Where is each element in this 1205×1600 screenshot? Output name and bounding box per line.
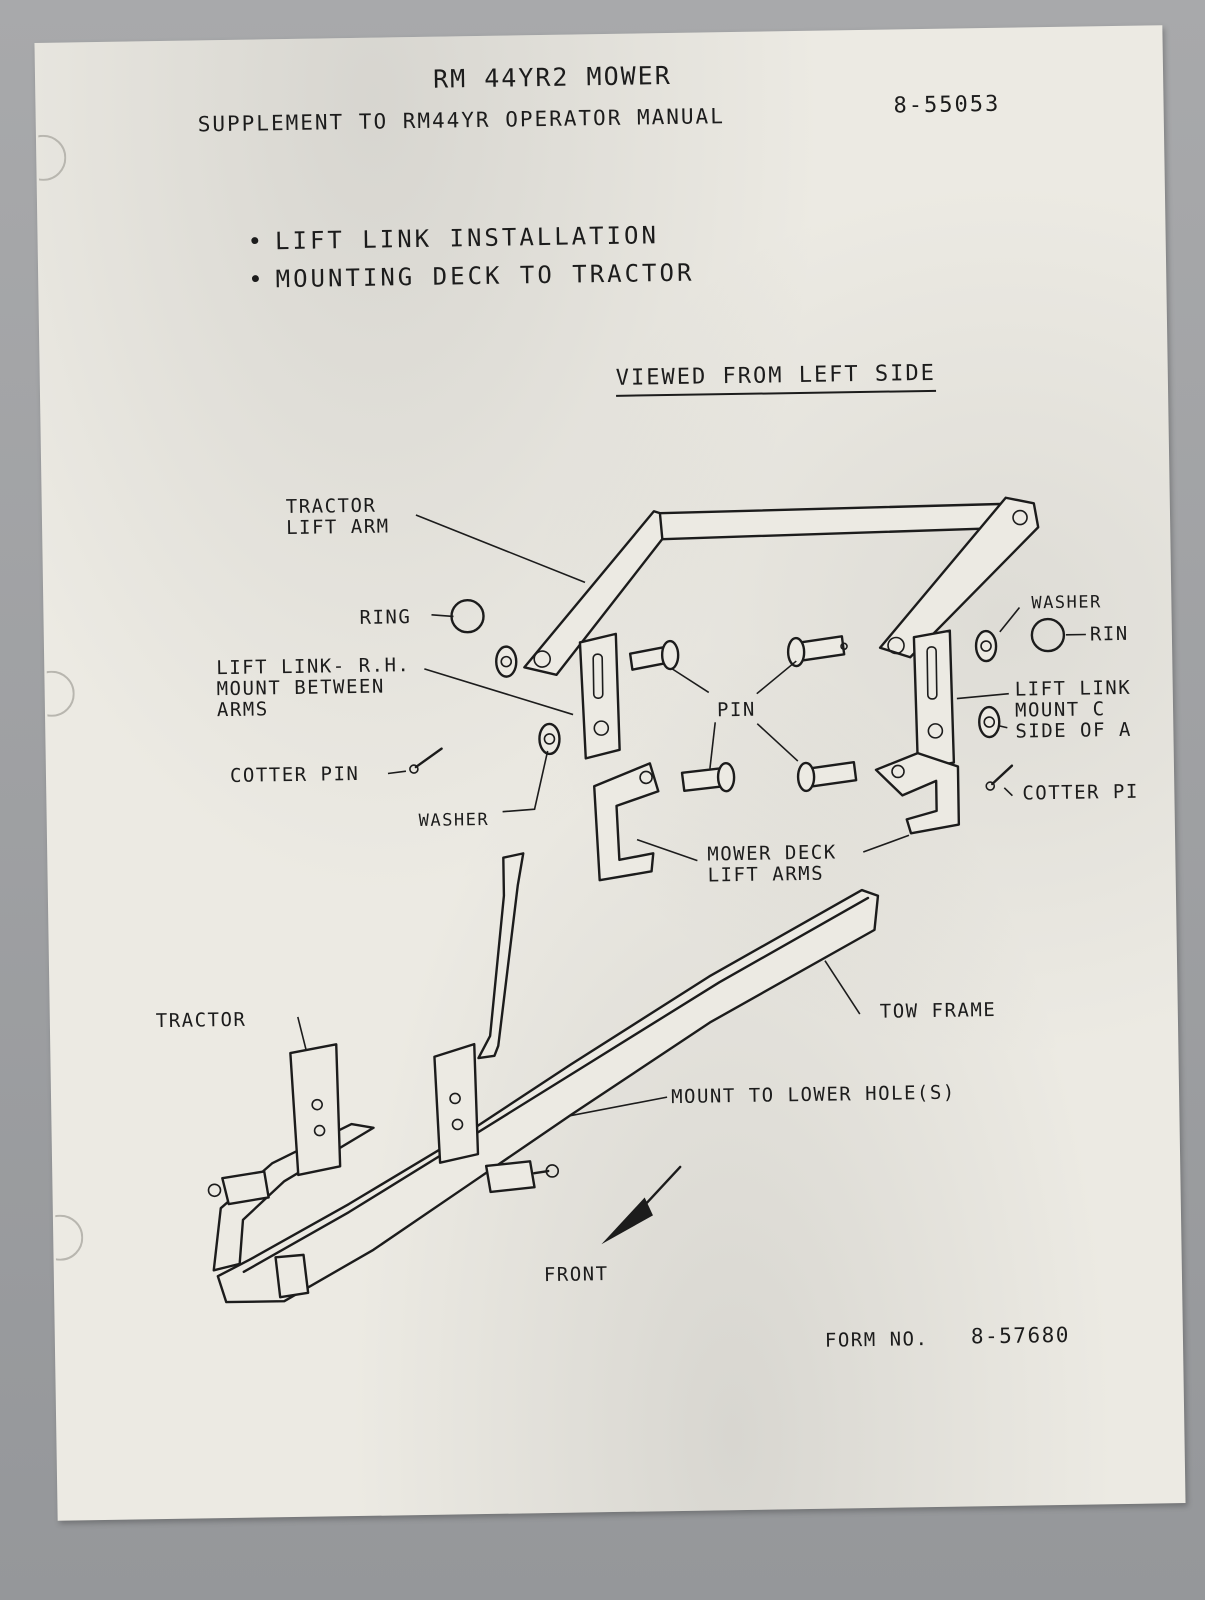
pin-lower-right [796, 760, 858, 793]
ring-left [450, 599, 485, 634]
label-tractor: TRACTOR [155, 1008, 247, 1033]
label-mower-deck-lift-arms: MOWER DECK LIFT ARMS [707, 841, 837, 887]
label-tow-frame: TOW FRAME [879, 998, 997, 1023]
ring-right [1030, 617, 1066, 653]
document-sheet: RM 44YR2 MOWER SUPPLEMENT TO RM44YR OPER… [34, 25, 1186, 1521]
form-label: FORM NO. [824, 1328, 929, 1352]
label-front: FRONT [543, 1263, 609, 1287]
assembly-diagram [207, 496, 1086, 1304]
front-arrow [601, 1165, 682, 1245]
label-lift-link-lh: LIFT LINK MOUNT C SIDE OF A [1014, 676, 1133, 743]
lift-link-lh [912, 629, 956, 771]
tractor-mount-right [433, 1042, 560, 1194]
washer-left-upper [495, 645, 518, 678]
tractor-lift-arm-right [878, 496, 1040, 659]
label-tractor-lift-arm: TRACTOR LIFT ARM [285, 494, 390, 540]
pin-upper-left [628, 639, 680, 671]
label-ring-right: RIN [1089, 622, 1129, 646]
label-washer-left: WASHER [418, 809, 490, 832]
cotter-pin-left [409, 747, 443, 774]
washer-right-upper [974, 629, 998, 663]
label-cotter-pin-right: COTTER PI [1022, 780, 1139, 805]
label-lift-link-rh: LIFT LINK- R.H. MOUNT BETWEEN ARMS [216, 654, 411, 722]
label-washer-right: WASHER [1031, 592, 1102, 614]
mower-deck-lift-arm-left [593, 762, 660, 882]
label-pin: PIN [716, 698, 757, 722]
cotter-pin-right [985, 764, 1014, 791]
lift-cross-shaft [658, 502, 1018, 541]
pin-lower-left [680, 761, 736, 793]
pin-upper-right [786, 635, 848, 668]
lift-link-rh [578, 632, 621, 760]
washer-left-lower [538, 722, 561, 756]
washer-right-lower [978, 705, 1001, 739]
mower-deck-lift-arm-right [874, 751, 961, 835]
label-mount-lower-holes: MOUNT TO LOWER HOLE(S) [670, 1081, 956, 1109]
label-ring-left: RING [359, 606, 412, 629]
form-number: 8-57680 [970, 1322, 1071, 1349]
label-cotter-pin-left: COTTER PIN [229, 762, 360, 787]
tow-frame [212, 852, 880, 1304]
tractor-mount-left [207, 1043, 342, 1206]
